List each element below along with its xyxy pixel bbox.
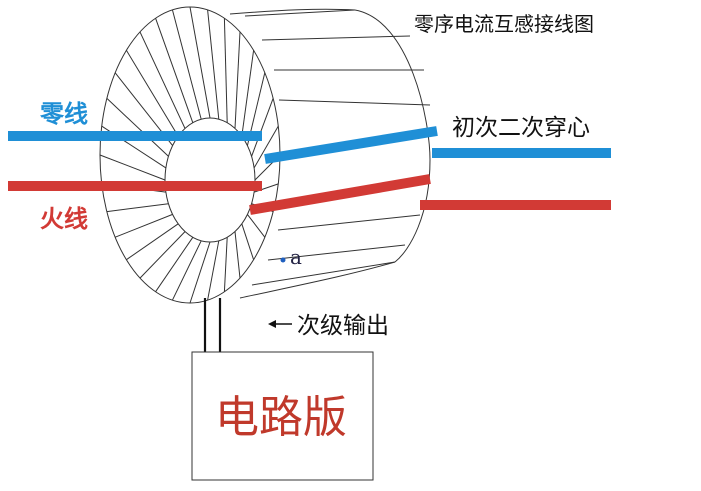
- point-label: a: [290, 245, 302, 269]
- toroid-winding-lines: [99, 6, 281, 304]
- toroid-winding-line: [155, 18, 194, 123]
- toroid-winding-line: [234, 31, 241, 129]
- live-label: 火线: [40, 205, 88, 233]
- toroid-winding-line: [241, 50, 255, 137]
- toroid-surface-lines: [244, 9, 431, 286]
- toroid-back-edge: [354, 9, 431, 263]
- neutral-wire-through: [264, 126, 438, 164]
- toroid-surface-line: [267, 244, 406, 261]
- circuit-board-label: 电路版: [215, 392, 347, 443]
- toroid-surface-line: [251, 261, 396, 286]
- toroid-winding-line: [171, 9, 202, 120]
- neutral-wire: [8, 126, 611, 164]
- toroid-winding-line: [106, 98, 169, 157]
- live-wire-through: [249, 174, 431, 215]
- toroid-winding-line: [253, 125, 279, 169]
- left-arrow-icon: [268, 320, 292, 328]
- secondary-output-label: 次级输出: [297, 313, 389, 339]
- toroid-surface-line: [278, 99, 431, 106]
- toroid-winding-line: [207, 240, 220, 301]
- point-marker: [280, 257, 286, 263]
- toroid-winding-line: [99, 154, 166, 181]
- toroid-surface-line: [261, 35, 411, 41]
- toroid-winding-line: [171, 240, 202, 301]
- toroid-bottom-edge: [239, 261, 396, 299]
- circuit-board-box: [191, 351, 374, 481]
- toroid-winding-line: [139, 31, 186, 129]
- toroid-winding-line: [155, 237, 194, 292]
- toroid-winding-line: [189, 241, 211, 304]
- toroid-surface-line: [244, 9, 356, 17]
- toroid-winding-line: [241, 223, 255, 260]
- toroid-winding-line: [234, 231, 241, 279]
- toroid-winding-line: [106, 203, 169, 213]
- toroid-winding-line: [115, 213, 173, 238]
- toroid-winding-line: [125, 50, 179, 137]
- toroid-winding-line: [251, 98, 274, 157]
- live-wire: [8, 174, 611, 215]
- toroid-top-edge: [229, 8, 356, 15]
- toroid-winding-line: [247, 214, 266, 238]
- toroid-winding-line: [126, 223, 179, 261]
- diagram-title: 零序电流互感接线图: [414, 12, 594, 36]
- secondary-leads: [203, 298, 222, 352]
- neutral-label: 零线: [39, 100, 88, 128]
- primary-pass-label: 初次二次穿心: [452, 115, 590, 141]
- toroid-winding-line: [223, 237, 228, 292]
- toroid-winding-line: [189, 6, 211, 119]
- toroid-winding-line: [223, 18, 228, 123]
- toroid-winding-line: [139, 231, 186, 279]
- toroid-surface-line: [277, 214, 421, 231]
- toroid-winding-line: [207, 9, 220, 120]
